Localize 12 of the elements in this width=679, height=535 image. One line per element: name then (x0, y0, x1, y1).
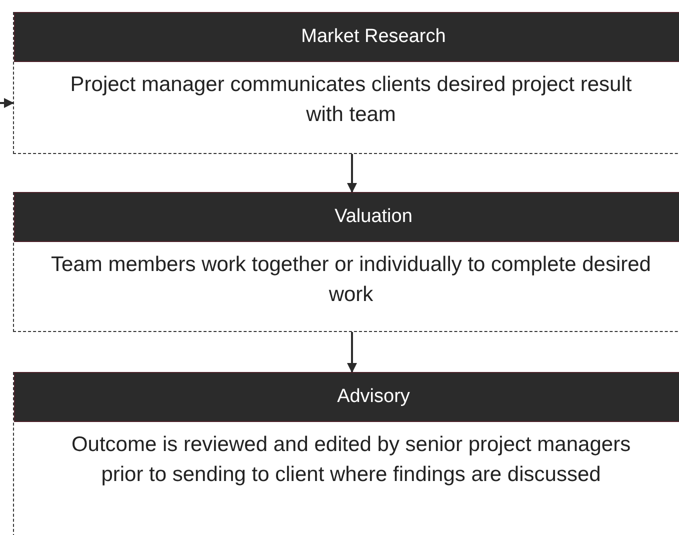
arrow (0, 98, 14, 108)
header-bar: Market Research (14, 12, 679, 62)
arrow (347, 154, 357, 193)
header-bar: Advisory (14, 372, 679, 422)
process-box (13, 372, 679, 535)
description-text: Outcome is reviewed and edited by senior project managers prior to sending to client where findings are discussed (70, 432, 632, 488)
description-text: Team members work together or individually to complete desired work (50, 252, 652, 308)
header-bar: Valuation (14, 192, 679, 242)
process-box (13, 12, 679, 154)
arrow (347, 332, 357, 373)
description-text: Project manager communicates clients desired project result with team (69, 72, 633, 128)
process-box (13, 192, 679, 332)
